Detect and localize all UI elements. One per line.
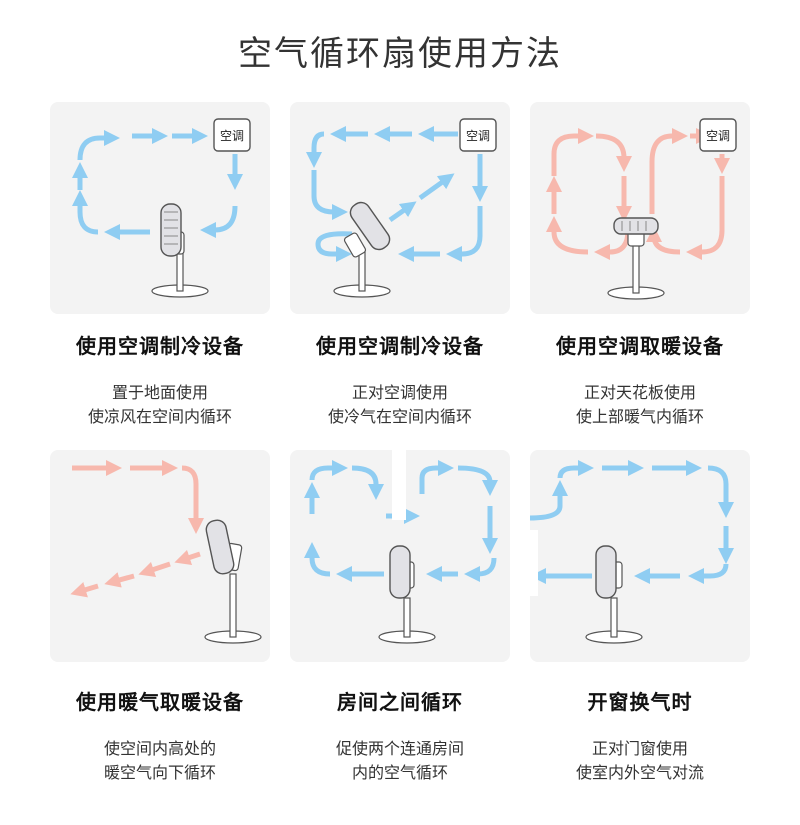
cool-arrow	[388, 201, 417, 223]
cool-arrow	[707, 465, 735, 519]
panel-title: 使用空调制冷设备	[76, 334, 244, 358]
window-ventilation-diagram	[530, 459, 735, 644]
panel-desc-line2: 使室内外空气对流	[575, 763, 704, 782]
panel-title: 使用空调制冷设备	[316, 334, 484, 358]
ceiling-heating-diagram: 空调	[545, 118, 737, 300]
warm-arrow	[174, 549, 201, 566]
caption-ceiling-heating: 使用空调取暖设备 正对天花板使用 使上部暖气内循环	[520, 330, 760, 429]
facing-ac-cooling-diagram: 空调	[305, 118, 497, 298]
window-gap	[524, 530, 538, 596]
caption-floor-cooling: 使用空调制冷设备 置于地面使用 使凉风在空间内循环	[40, 330, 280, 429]
cool-arrow	[309, 459, 349, 481]
panel-desc-line1: 正对天花板使用	[583, 383, 696, 402]
ac-unit: 空调	[459, 118, 497, 152]
warm-arrow	[645, 225, 681, 255]
panel-window-ventilation	[530, 450, 750, 662]
warm-arrow	[181, 465, 205, 535]
warm-arrow	[138, 561, 171, 578]
cool-arrow	[199, 205, 238, 239]
cool-arrow	[530, 479, 569, 521]
fan-icon	[151, 203, 209, 298]
panel-title: 房间之间循环	[337, 690, 463, 714]
panel-desc-line1: 正对空调使用	[351, 383, 448, 402]
cool-arrow	[71, 189, 99, 235]
radiator-heating-diagram	[70, 459, 262, 644]
panel-desc-line2: 使上部暖气内循环	[575, 407, 704, 426]
warm-arrow	[104, 572, 135, 588]
cool-arrow	[77, 129, 121, 161]
panel-facing-ac-cooling: 空调	[290, 102, 510, 314]
cool-arrow	[457, 465, 499, 497]
caption-facing-ac-cooling: 使用空调制冷设备 正对空调使用 使冷气在空间内循环	[280, 330, 520, 429]
panel-desc-line2: 使冷气在空间内循环	[327, 407, 472, 426]
warm-arrow	[685, 176, 725, 261]
panel-title: 开窗换气时	[587, 690, 693, 714]
panel-desc-line2: 暖空气向下循环	[103, 763, 216, 782]
cool-arrow	[418, 173, 455, 201]
doorway-gap	[392, 450, 406, 520]
panel-title: 使用空调取暖设备	[556, 334, 724, 358]
ac-unit: 空调	[699, 118, 737, 152]
cool-arrow	[687, 563, 729, 585]
panel-desc-line1: 使空间内高处的	[103, 739, 216, 758]
floor-cooling-diagram: 空调	[71, 118, 251, 298]
cool-arrow	[315, 231, 353, 263]
ac-label: 空调	[466, 129, 490, 143]
fan-icon	[204, 519, 262, 644]
ac-label: 空调	[220, 129, 244, 143]
fan-icon	[333, 201, 391, 298]
warm-arrow	[551, 127, 595, 176]
fan-icon	[585, 545, 643, 644]
page-title: 空气循环扇使用方法	[238, 34, 562, 74]
cool-arrow	[463, 557, 497, 583]
cool-arrow	[305, 131, 325, 169]
cool-arrow	[351, 465, 385, 501]
warm-arrow	[70, 582, 99, 598]
panel-title: 使用暖气取暖设备	[76, 690, 244, 714]
panel-desc-line2: 使凉风在空间内循环	[87, 407, 232, 426]
caption-window-ventilation: 开窗换气时 正对门窗使用 使室内外空气对流	[520, 686, 760, 785]
panel-desc-line1: 置于地面使用	[111, 383, 208, 402]
panel-room-to-room	[290, 450, 510, 662]
panel-radiator-heating	[50, 450, 270, 662]
panel-floor-cooling: 空调	[50, 102, 270, 314]
cool-arrow	[557, 459, 595, 479]
caption-room-to-room: 房间之间循环 促使两个连通房间 内的空气循环	[280, 686, 520, 785]
cool-arrow	[445, 206, 483, 263]
panel-ceiling-heating: 空调	[530, 102, 750, 314]
cool-arrow	[419, 459, 455, 494]
panel-desc-line1: 促使两个连通房间	[335, 739, 464, 758]
panel-desc-line2: 内的空气循环	[351, 763, 448, 782]
warm-arrow	[595, 133, 633, 173]
ac-unit: 空调	[213, 118, 251, 152]
ac-label: 空调	[706, 129, 730, 143]
panel-desc-line1: 正对门窗使用	[591, 739, 688, 758]
cool-arrow	[303, 541, 331, 577]
warm-arrow	[649, 127, 689, 214]
fan-icon	[378, 545, 436, 644]
fan-icon	[607, 217, 665, 300]
warm-arrow	[545, 215, 589, 255]
cool-arrow	[311, 170, 349, 221]
caption-radiator-heating: 使用暖气取暖设备 使空间内高处的 暖空气向下循环	[40, 686, 280, 785]
room-to-room-diagram	[303, 459, 499, 644]
